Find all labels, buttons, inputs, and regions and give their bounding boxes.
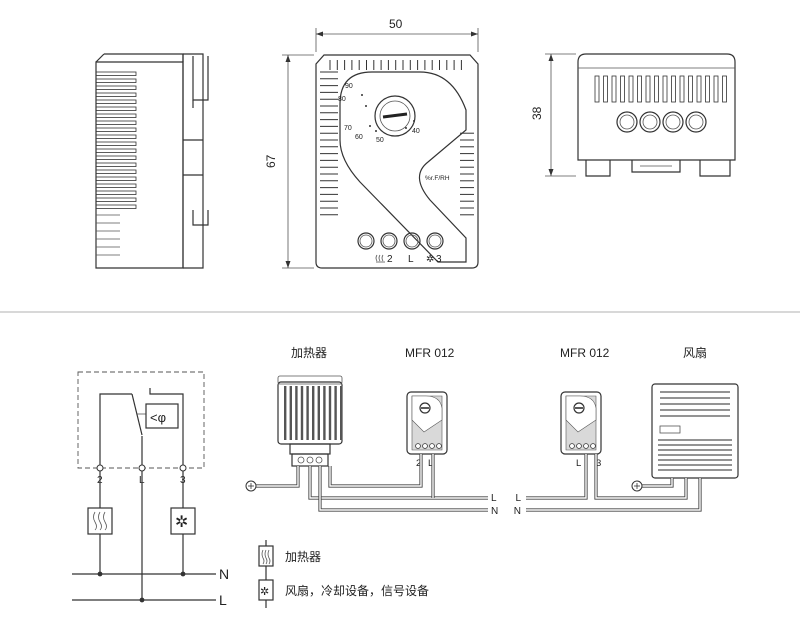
heater-symbol (93, 511, 107, 531)
schematic-diagram: <φ 2 L 3 ✲ N L (72, 371, 229, 608)
legend: 加热器 ✲ 风扇，冷却设备，信号设备 (258, 540, 429, 608)
dial-label-50: 50 (376, 137, 384, 144)
heater-controller-title: MFR 012 (405, 346, 455, 360)
heater-title: 加热器 (291, 346, 327, 360)
heater-ctrl-terminal-l: L (428, 458, 433, 469)
fan-wiring-diagram: MFR 012 风扇 L 3 L N (514, 345, 739, 517)
dial-label-80: 80 (338, 96, 346, 103)
heater-line-n: N (491, 506, 498, 517)
front-view: 90 80 70 60 50 40 %r.F/RH 2 L ✲ 3 (315, 54, 479, 269)
fan-ctrl-terminal-l: L (576, 458, 581, 469)
fan-controller-title: MFR 012 (560, 346, 610, 360)
front-terminal-3: 3 (436, 254, 442, 265)
dial-label-40: 40 (412, 128, 420, 135)
top-view (577, 53, 736, 177)
front-terminal-2: 2 (387, 254, 393, 265)
schematic-line-l: L (219, 592, 227, 608)
fan-line-l: L (515, 493, 521, 504)
fan-ctrl-terminal-3: 3 (596, 458, 601, 469)
dimension-depth: 38 (530, 53, 576, 177)
unit-label: %r.F/RH (425, 175, 450, 182)
fan-title: 风扇 (683, 345, 707, 360)
legend-fan-label: 风扇，冷却设备，信号设备 (285, 583, 429, 598)
schematic-line-n: N (219, 566, 229, 582)
fan-symbol: ✲ (175, 514, 188, 531)
dimension-width: 50 (315, 17, 479, 52)
dim-width-value: 50 (389, 17, 403, 31)
dim-height-value: 67 (264, 154, 278, 168)
humidity-sensor-symbol: <φ (150, 410, 166, 425)
dial-label-90: 90 (345, 83, 353, 90)
fan-symbol-small: ✲ (426, 254, 434, 265)
side-view (95, 53, 209, 269)
legend-fan-symbol: ✲ (260, 586, 269, 598)
front-terminal-l: L (408, 254, 414, 265)
dial-label-60: 60 (355, 134, 363, 141)
heater-symbol-small (375, 254, 385, 263)
heater-line-l: L (491, 493, 497, 504)
dial-label-70: 70 (344, 125, 352, 132)
dimension-height: 67 (264, 54, 314, 269)
heater-wiring-diagram: 加热器 MFR 012 2 L L N (245, 346, 498, 517)
heater-ctrl-terminal-2: 2 (416, 458, 421, 469)
dim-depth-value: 38 (530, 106, 544, 120)
legend-heater-label: 加热器 (285, 550, 321, 564)
fan-line-n: N (514, 506, 521, 517)
